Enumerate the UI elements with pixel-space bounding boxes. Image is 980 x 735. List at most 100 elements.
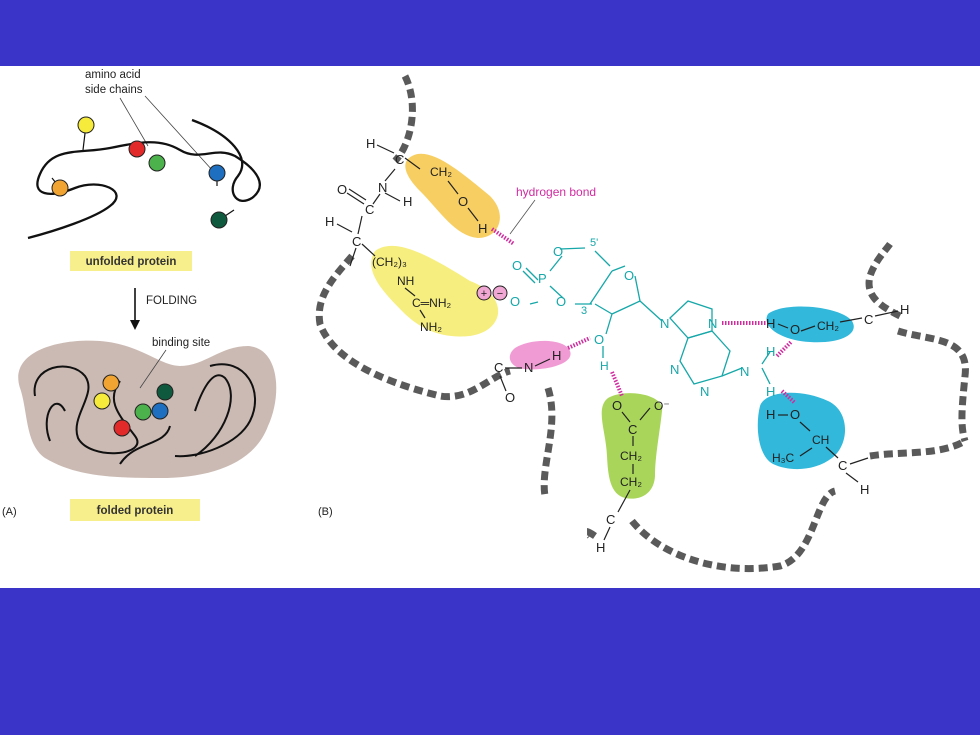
atom-ch2-3: (CH₂)₃ [372, 255, 407, 269]
folded-chain [33, 363, 256, 465]
bond-2 [384, 168, 396, 182]
unfolded-label: unfolded protein [86, 256, 177, 268]
bond-t3 [839, 317, 863, 323]
bond-b2 [534, 358, 551, 367]
bond-g2 [639, 407, 651, 421]
atom-h3: H [325, 214, 334, 229]
bond-4b [348, 188, 367, 201]
atom-c-thr1: C [864, 312, 873, 327]
bond-4a [346, 192, 365, 205]
camp-bonds [522, 247, 771, 385]
atom-h1: H [366, 136, 375, 151]
atom-n1: N [378, 180, 387, 195]
folded-ball-darkgreen [156, 383, 174, 401]
atom-h2: H [403, 194, 412, 209]
bond-3 [384, 192, 401, 202]
folded-ball-orange [102, 374, 120, 392]
camp-n9: N [660, 316, 669, 331]
bond-r1 [404, 287, 416, 297]
minus-sign: − [497, 288, 503, 300]
camp-o1: O [512, 258, 522, 273]
bond-s3 [467, 207, 479, 222]
atom-o-thr1: O [790, 322, 800, 337]
camp-p: P [538, 271, 547, 286]
folded-label: folded protein [97, 505, 174, 517]
atom-c-eq-nh2: C═NH₂ [412, 296, 452, 310]
folded-ball-green [134, 403, 152, 421]
camp-n7: N [708, 316, 717, 331]
atom-h-alpha-glu: H [596, 540, 605, 555]
camp-h-2prime: H [600, 359, 609, 373]
side-chain-yellow [77, 116, 95, 134]
backbone-chem: H C N H O C H C [325, 136, 412, 267]
atom-ch2-glu1: CH₂ [620, 449, 642, 463]
bond-r2 [419, 309, 426, 319]
bottom-bar [0, 588, 980, 735]
atom-c-nh: C [494, 360, 503, 375]
panel-a-letter: (A) [2, 506, 17, 518]
side-chains-pointer-1 [119, 97, 149, 147]
folded-ball-red [113, 419, 131, 437]
side-chain-green [148, 154, 166, 172]
hbond-glu [610, 371, 624, 397]
figure-svg: amino acid side chains unfol [2, 69, 969, 573]
bond-u3 [799, 447, 813, 457]
atom-n-nh: N [524, 360, 533, 375]
camp-o4: O [510, 294, 520, 309]
atom-c-glu: C [628, 422, 637, 437]
bond-b3 [499, 375, 507, 392]
atom-ch2-serine: CH₂ [430, 165, 452, 179]
glutamate-chem: O O⁻ C CH₂ CH₂ C H [596, 398, 670, 555]
bond-u4 [825, 446, 839, 459]
bond-7 [357, 215, 363, 235]
green-blob [601, 393, 663, 499]
atom-h-thr1b: H [900, 302, 909, 317]
camp-o3: O [556, 294, 566, 309]
panel-b: (B) [315, 74, 969, 573]
camp-3: 3 [581, 305, 587, 317]
bond-u2 [799, 421, 811, 432]
bond-t4 [874, 310, 899, 317]
hydrogen-bonds [490, 227, 797, 405]
bond-1 [376, 144, 395, 154]
camp-5prime: 5' [590, 237, 598, 249]
side-chain-darkgreen [210, 211, 228, 229]
bond-s1 [404, 157, 421, 170]
folded-ball-blue [151, 402, 169, 420]
bond-9 [349, 247, 357, 267]
camp-n3: N [670, 362, 679, 377]
atom-h3c-thr2: H₃C [772, 451, 795, 465]
plus-sign: + [481, 288, 487, 300]
bond-g1 [621, 411, 631, 423]
atom-ominus-glu: O⁻ [654, 399, 670, 413]
bond-g6 [603, 526, 611, 541]
atom-o-nh: O [505, 390, 515, 405]
plus-charge [476, 285, 492, 301]
top-bar [0, 0, 980, 66]
arginine-chem: (CH₂)₃ NH C═NH₂ NH₂ + − [372, 255, 508, 334]
folding-arrow-head [130, 320, 140, 330]
atom-h-thr2: H [766, 407, 775, 422]
atom-ch2-thr1: CH₂ [817, 319, 839, 333]
side-chains-pointer-2 [144, 95, 214, 172]
atom-o-glu1: O [612, 398, 622, 413]
atom-c-alpha-glu: C [606, 512, 615, 527]
camp-o-2prime: O [594, 332, 604, 347]
atom-c-thr2: C [838, 458, 847, 473]
atom-h-nh: H [552, 348, 561, 363]
serine-chem: CH₂ O H [404, 157, 487, 236]
minus-charge [492, 285, 508, 301]
folding-label: FOLDING [146, 295, 197, 307]
camp-atoms: O P O 5' O O 3 O O H N N N N N H H [510, 237, 775, 399]
panel-b-letter: (B) [318, 506, 333, 518]
side-chains-label-1: amino acid [85, 69, 141, 81]
side-chain-orange [51, 179, 69, 197]
backbone-nh-chem: C N H O [494, 348, 561, 405]
side-chain-blue [208, 164, 226, 182]
camp-h6a: H [766, 384, 775, 399]
atom-nh: NH [397, 274, 414, 288]
figure-panel: amino acid side chains unfol [0, 66, 980, 588]
hbond-serine [490, 227, 516, 246]
hbond-backbone-nh [567, 336, 591, 350]
cyan-blob-upper [766, 306, 854, 343]
